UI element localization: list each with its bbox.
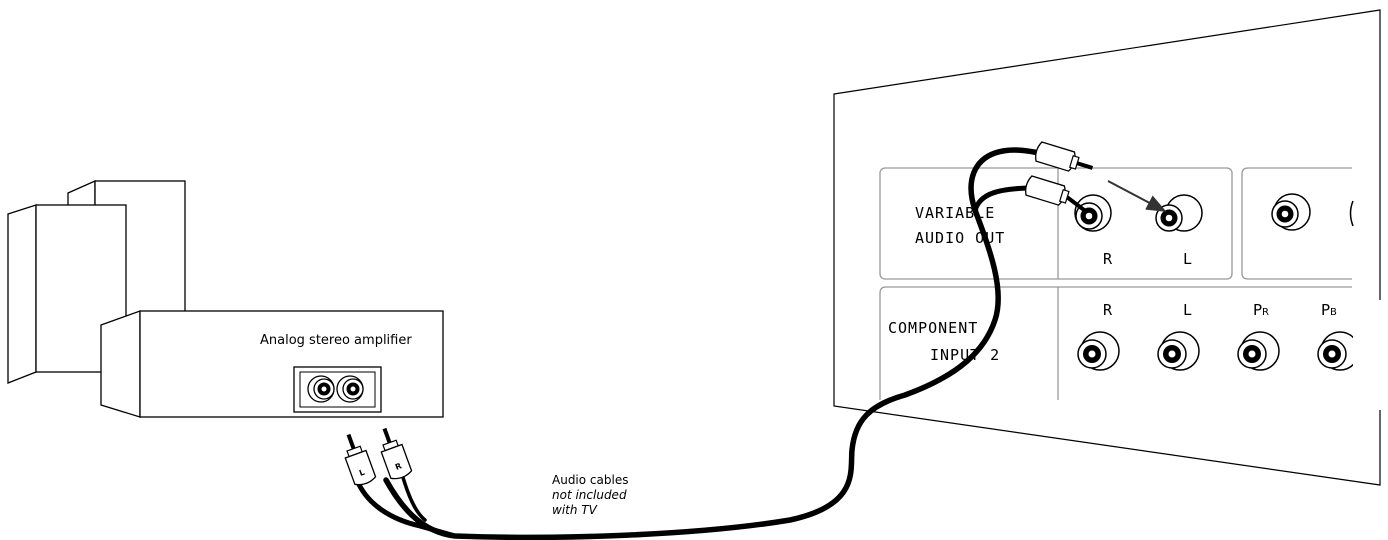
variable-audio-out-label-line1: VARIABLE bbox=[915, 204, 995, 222]
audio-cable bbox=[354, 147, 1048, 540]
plug-amp-right-label: R bbox=[394, 461, 403, 472]
cable-label-line1: Audio cables bbox=[552, 473, 628, 487]
plug-amp-right: R bbox=[380, 427, 413, 480]
jack-partial-1 bbox=[1271, 193, 1311, 231]
amplifier-side bbox=[100, 310, 141, 418]
amplifier-jack-left bbox=[307, 375, 335, 403]
cable-amp-left bbox=[354, 477, 458, 539]
cable-amp-right bbox=[400, 472, 427, 522]
component-l-label: L bbox=[1183, 301, 1193, 319]
amplifier: Analog stereo amplifier bbox=[100, 310, 444, 418]
tv-back-panel: VARIABLE AUDIO OUT R L bbox=[833, 9, 1388, 486]
insert-arrow bbox=[1107, 180, 1167, 212]
audio-out-r-label: R bbox=[1103, 250, 1113, 268]
cable-main bbox=[383, 147, 1048, 540]
cable-label: Audio cables not included with TV bbox=[552, 473, 628, 517]
jack-component-l bbox=[1157, 331, 1200, 371]
jack-component-pr bbox=[1237, 331, 1280, 371]
cable-label-line2: not included bbox=[552, 488, 627, 502]
amplifier-front bbox=[139, 310, 444, 418]
plug-tv-lower bbox=[1025, 175, 1088, 213]
tv-panel-outline bbox=[833, 9, 1381, 486]
plug-amp-left-label: L bbox=[358, 468, 366, 478]
component-input-label-line1: COMPONENT bbox=[888, 319, 978, 337]
amplifier-label: Analog stereo amplifier bbox=[260, 333, 412, 348]
adjacent-section-partial bbox=[1241, 167, 1354, 280]
jack-audio-out-r bbox=[1074, 194, 1112, 232]
cable-label-line3: with TV bbox=[552, 503, 598, 517]
component-r-label: R bbox=[1103, 301, 1113, 319]
plug-amp-left: L bbox=[344, 433, 377, 486]
amplifier-jack-right bbox=[336, 375, 364, 403]
component-input-2-section: COMPONENT INPUT 2 R L PR PB bbox=[879, 286, 1388, 410]
component-pr-label: PR bbox=[1253, 301, 1269, 319]
audio-out-l-label: L bbox=[1183, 250, 1193, 268]
variable-audio-out-label-line2: AUDIO OUT bbox=[915, 229, 1005, 247]
cable-branch bbox=[972, 185, 1038, 213]
component-input-label-line2: INPUT 2 bbox=[930, 346, 1000, 364]
plug-tv-upper bbox=[1035, 141, 1094, 172]
component-pb-label: PB bbox=[1321, 301, 1337, 319]
jack-component-r bbox=[1077, 331, 1120, 371]
variable-audio-out-section: VARIABLE AUDIO OUT R L bbox=[879, 167, 1233, 280]
